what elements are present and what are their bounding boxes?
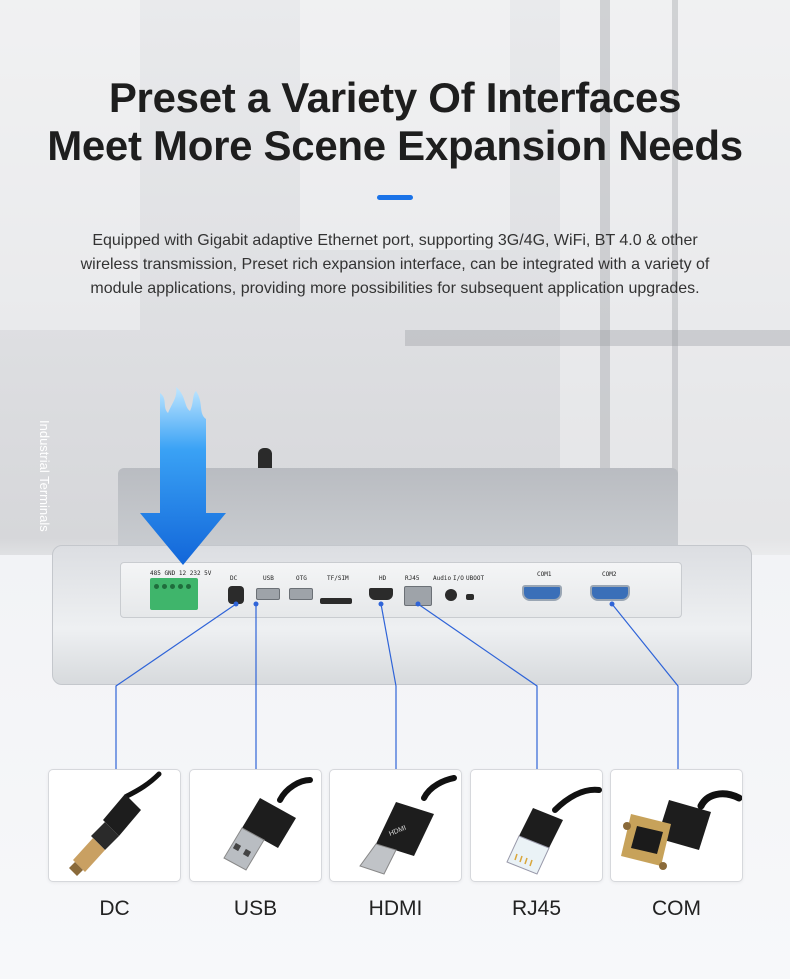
usb-port [256, 588, 280, 600]
title-underline [377, 195, 413, 200]
com1-port [522, 585, 562, 601]
terminal-block [150, 578, 198, 610]
card-label-com: COM [652, 897, 701, 920]
com2-port [590, 585, 630, 601]
label-io: I/O [453, 575, 464, 582]
label-dc: DC [230, 575, 238, 582]
uboot-button [466, 594, 474, 600]
usb-plug-icon [223, 777, 313, 871]
card-label-rj45: RJ45 [511, 897, 562, 920]
label-tf-sim: TF/SIM [327, 575, 349, 582]
terminal-pin-labels: 485 GND 12 232 5V [150, 570, 212, 577]
rj45-plug-icon [506, 786, 602, 875]
card-hdmi: HDMI [329, 769, 462, 882]
label-com2: COM2 [602, 571, 617, 578]
card-label-usb: USB [233, 897, 278, 920]
label-com1: COM1 [537, 571, 552, 578]
label-audio: Audio [433, 575, 452, 582]
description-line-2: wireless transmission, Preset rich expan… [80, 256, 710, 273]
tf-sim-slot [320, 598, 352, 604]
hdmi-port [369, 588, 393, 600]
label-rj45: RJ45 [405, 575, 420, 582]
card-com [610, 769, 743, 882]
title-line-1: Preset a Variety Of Interfaces [108, 74, 682, 121]
card-label-dc: DC [99, 897, 130, 920]
otg-port [289, 588, 313, 600]
label-usb: USB [263, 575, 274, 582]
hdmi-plug-icon: HDMI [359, 775, 457, 875]
card-usb [189, 769, 322, 882]
label-uboot: UBOOT [466, 575, 485, 582]
card-rj45 [470, 769, 603, 882]
description: Equipped with Gigabit adaptive Ethernet … [40, 229, 750, 301]
background-scene [405, 0, 790, 560]
dc-plug-icon [69, 771, 162, 876]
card-dc [48, 769, 181, 882]
card-label-hdmi: HDMI [368, 897, 423, 920]
db9-plug-icon [621, 790, 742, 870]
title-line-2: Meet More Scene Expansion Needs [47, 122, 743, 169]
io-panel [120, 562, 682, 618]
description-line-3: module applications, providing more poss… [90, 280, 700, 297]
page-title: Preset a Variety Of Interfaces Meet More… [0, 74, 790, 170]
audio-jack [445, 589, 457, 601]
label-otg: OTG [296, 575, 307, 582]
description-line-1: Equipped with Gigabit adaptive Ethernet … [92, 232, 698, 249]
industrial-terminals-arrow [138, 385, 228, 570]
label-hd: HD [379, 575, 387, 582]
dc-port [228, 586, 244, 604]
